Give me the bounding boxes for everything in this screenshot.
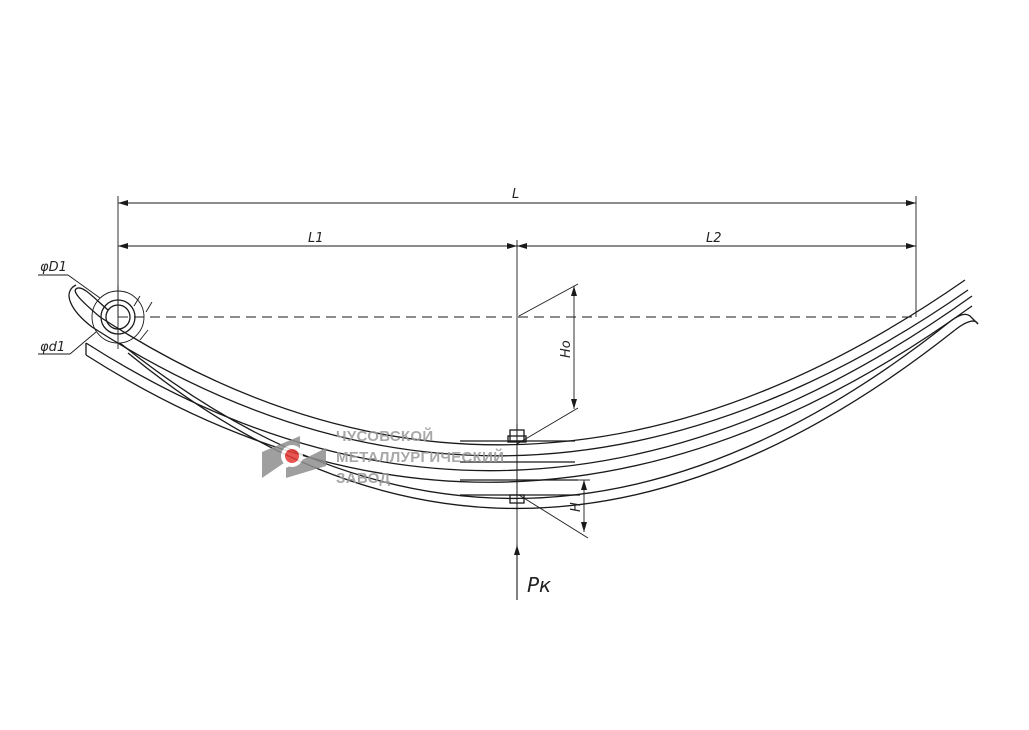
label-L2: L2 bbox=[706, 231, 722, 246]
third-leaf-top bbox=[119, 319, 953, 499]
second-leaf-top bbox=[85, 295, 973, 472]
spring-leaves bbox=[68, 279, 979, 509]
dimension-lines bbox=[38, 196, 917, 600]
watermark: ЧУСОВСКОЙ МЕТАЛЛУРГИЧЕСКИЙ ЗАВОД bbox=[262, 427, 504, 487]
wrap-hook-left-outer bbox=[68, 284, 93, 328]
watermark-line2: МЕТАЛЛУРГИЧЕСКИЙ bbox=[336, 448, 504, 466]
label-d1: φd1 bbox=[40, 340, 65, 355]
watermark-line1: ЧУСОВСКОЙ bbox=[336, 427, 433, 445]
label-H: H bbox=[569, 502, 584, 512]
label-load: Pк bbox=[527, 573, 551, 597]
third-leaf-bottom bbox=[127, 329, 956, 509]
second-leaf-bottom bbox=[85, 305, 973, 483]
label-D1: φD1 bbox=[40, 260, 67, 275]
label-Ho: Ho bbox=[559, 340, 574, 358]
main-leaf-top bbox=[99, 279, 966, 446]
wrap-hook-left bbox=[74, 287, 109, 318]
label-L: L bbox=[512, 187, 519, 202]
main-leaf-bottom bbox=[91, 289, 969, 457]
logo-dot bbox=[285, 449, 299, 463]
rear-hook-right bbox=[951, 313, 979, 331]
watermark-line3: ЗАВОД bbox=[336, 470, 390, 487]
factory-logo-icon bbox=[262, 436, 326, 478]
label-L1: L1 bbox=[308, 231, 324, 246]
